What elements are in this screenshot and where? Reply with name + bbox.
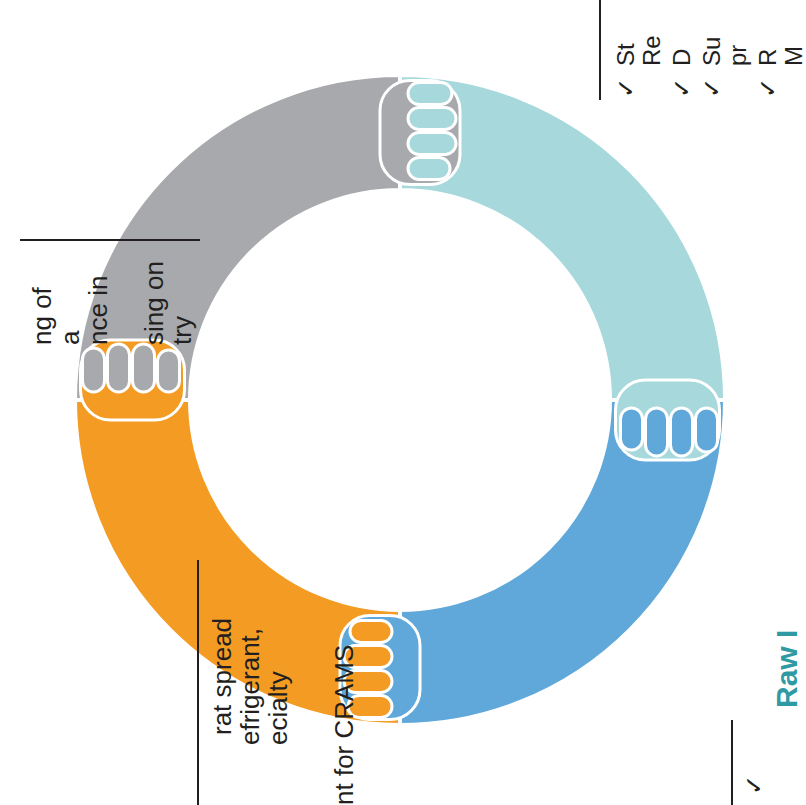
text-fragment: rat spread xyxy=(208,618,238,735)
box-border xyxy=(20,239,200,241)
gray-arm xyxy=(75,75,400,400)
check-mark: ✓ xyxy=(740,775,768,795)
check-mark: ✓ xyxy=(668,78,696,98)
text-fragment: St xyxy=(612,43,640,66)
text-fragment: nce in xyxy=(84,276,114,345)
text-fragment: R xyxy=(754,49,782,66)
text-fragment: ng of xyxy=(28,287,58,345)
box-border xyxy=(731,720,733,805)
text-fragment: nt for CRAMS xyxy=(330,645,360,805)
text-fragment: Su xyxy=(698,37,726,66)
teal-arm xyxy=(400,75,725,400)
check-mark: ✓ xyxy=(612,78,640,98)
text-fragment: M xyxy=(780,46,806,66)
blue-arm xyxy=(400,400,725,725)
text-fragment: pr xyxy=(724,45,752,66)
text-fragment: try xyxy=(168,316,198,345)
text-fragment: sing on xyxy=(140,261,170,345)
section-heading: Raw I xyxy=(770,630,805,708)
box-border xyxy=(599,0,601,100)
text-fragment: Re xyxy=(638,35,666,66)
hand-grip xyxy=(616,380,720,460)
text-fragment: a xyxy=(56,331,86,345)
box-border xyxy=(197,560,199,805)
hand-grip xyxy=(380,81,460,185)
text-fragment: efrigerant, xyxy=(236,628,266,745)
text-fragment: D xyxy=(668,49,696,66)
check-mark: ✓ xyxy=(698,78,726,98)
text-fragment: ecialty xyxy=(264,671,294,745)
check-mark: ✓ xyxy=(754,78,782,98)
hand-grip xyxy=(81,340,185,420)
